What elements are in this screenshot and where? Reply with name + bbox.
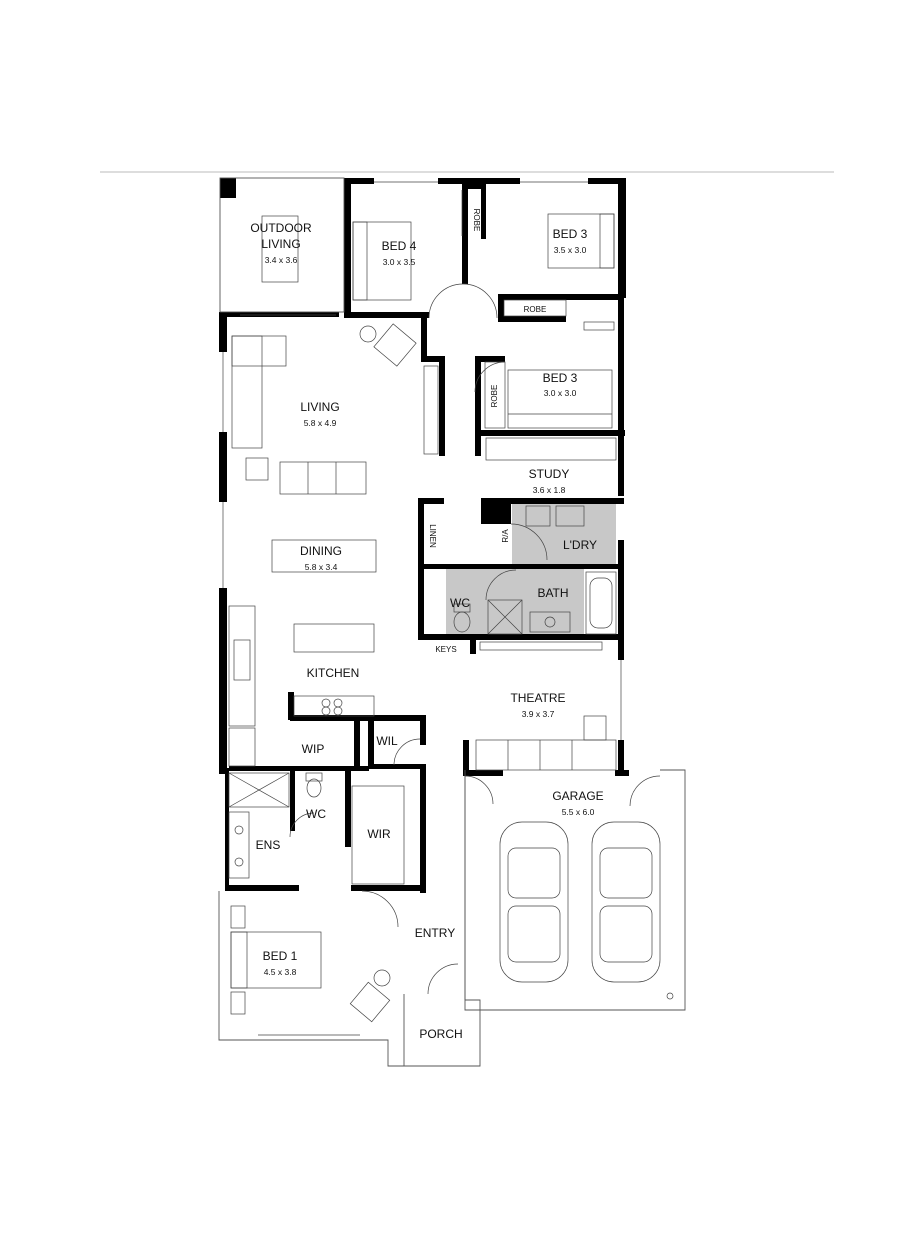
dining-size: 5.8 x 3.4 [305, 562, 338, 572]
wil-label: WIL [376, 734, 398, 748]
bath-label: BATH [537, 586, 568, 600]
outdoor-living-label-1: OUTDOOR [250, 221, 312, 235]
bed1-size: 4.5 x 3.8 [264, 967, 297, 977]
porch-label: PORCH [419, 1027, 462, 1041]
living-label: LIVING [300, 400, 339, 414]
study-label: STUDY [529, 467, 570, 481]
robe-label-mid: ROBE [490, 385, 499, 408]
garage-size: 5.5 x 6.0 [562, 807, 595, 817]
theatre-label: THEATRE [510, 691, 565, 705]
wc-ens-label: WC [306, 807, 326, 821]
outlines [218, 177, 686, 1067]
door-swing-icon [289, 283, 661, 995]
sink-icon [529, 611, 571, 633]
bed3-top-size: 3.5 x 3.0 [554, 245, 587, 255]
wc-main-label: WC [450, 596, 470, 610]
garage-label: GARAGE [552, 789, 603, 803]
room-labels: OUTDOOR LIVING 3.4 x 3.6 BED 4 3.0 x 3.5… [250, 209, 603, 1041]
bed3-top-label: BED 3 [553, 227, 588, 241]
outdoor-living-size: 3.4 x 3.6 [265, 255, 298, 265]
bed-icon [230, 931, 322, 989]
linen-label: LINEN [428, 524, 437, 548]
wir-label: WIR [367, 827, 391, 841]
laundry-label: L'DRY [563, 538, 597, 552]
furniture [228, 190, 674, 1023]
car-icon [499, 821, 569, 983]
walls [219, 178, 629, 893]
dining-label: DINING [300, 544, 342, 558]
kitchen-label: KITCHEN [307, 666, 360, 680]
ra-label: R/A [501, 529, 510, 543]
outdoor-living-label-2: LIVING [261, 237, 300, 251]
bed1-label: BED 1 [263, 949, 298, 963]
car-icon [591, 821, 661, 983]
robe-label-horizontal: ROBE [524, 305, 547, 314]
wip-label: WIP [302, 742, 325, 756]
cooktop-icon [321, 698, 343, 716]
study-size: 3.6 x 1.8 [533, 485, 566, 495]
entry-label: ENTRY [415, 926, 455, 940]
bed4-size: 3.0 x 3.5 [383, 257, 416, 267]
toilet-icon [453, 603, 471, 633]
bathtub-icon [585, 571, 617, 635]
bed4-label: BED 4 [382, 239, 417, 253]
theatre-size: 3.9 x 3.7 [522, 709, 555, 719]
bed3-mid-label: BED 3 [543, 371, 578, 385]
keys-label: KEYS [435, 645, 456, 654]
living-size: 5.8 x 4.9 [304, 418, 337, 428]
bed3-mid-size: 3.0 x 3.0 [544, 388, 577, 398]
robe-label-top: ROBE [472, 209, 481, 232]
wet-areas [446, 503, 616, 634]
ens-label: ENS [256, 838, 281, 852]
